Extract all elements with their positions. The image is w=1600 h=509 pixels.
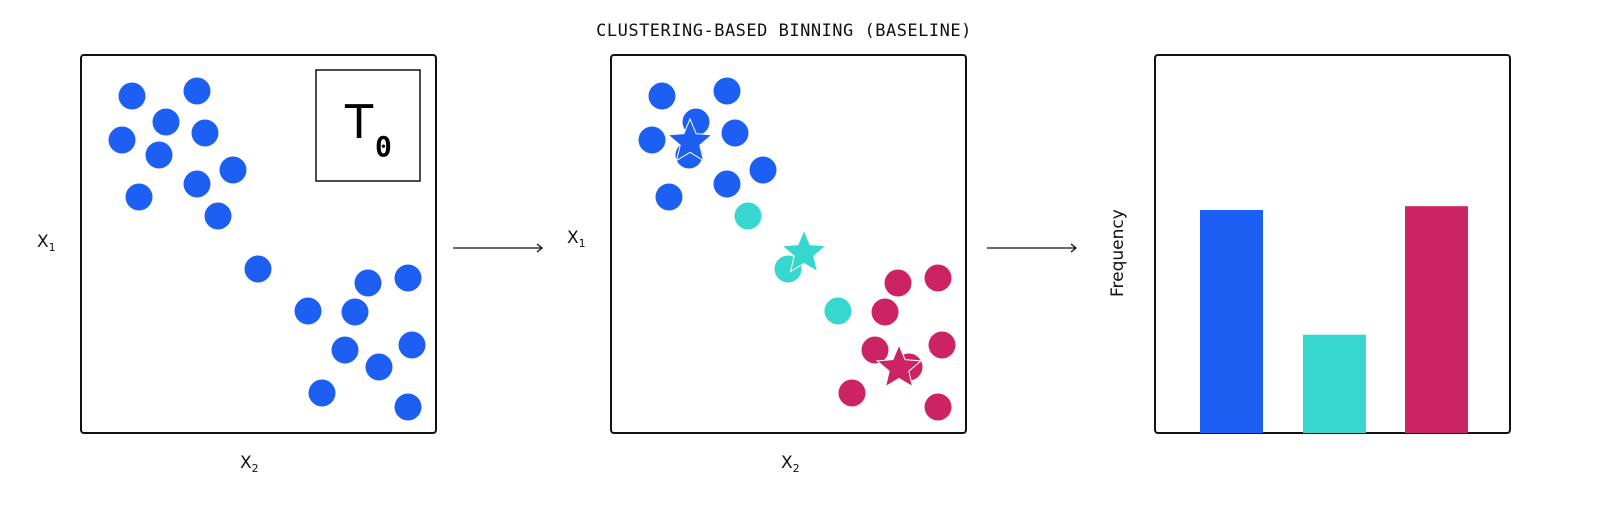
data-point [204,202,232,230]
data-point [394,393,422,421]
data-point [294,297,322,325]
data-point [145,141,173,169]
data-point-magenta [838,379,866,407]
centroid-star-magenta [875,343,923,388]
panel2-y-label: X1 [567,228,586,250]
centroid-star-blue [666,117,714,162]
data-point [152,108,180,136]
data-point [394,264,422,292]
time-inset-label: T [344,95,374,149]
panel2-frame [610,54,967,434]
data-point-cyan [824,297,852,325]
bar-magenta [1405,206,1468,433]
panel1-y-label: X1 [37,232,56,254]
data-point [331,336,359,364]
panel2-points [638,77,956,421]
data-point-magenta [928,331,956,359]
data-point-magenta [924,393,952,421]
data-point [183,77,211,105]
data-point-blue [713,170,741,198]
histogram-y-label: Frequency [1108,209,1128,297]
arrow-2 [987,243,1078,253]
data-point [398,331,426,359]
data-point [341,298,369,326]
data-point-magenta [861,336,889,364]
data-point [108,126,136,154]
time-inset-box [315,69,421,182]
data-point [244,255,272,283]
bar-blue [1200,209,1263,433]
time-inset-subscript: 0 [375,130,392,163]
data-point-blue [721,119,749,147]
panel2-x-label: X2 [781,453,800,475]
panel1-points [108,77,426,421]
data-point-magenta [884,269,912,297]
data-point [183,170,211,198]
data-point [118,82,146,110]
data-point-magenta [924,264,952,292]
data-point-cyan [734,202,762,230]
data-point-magenta [871,298,899,326]
bar-cyan [1303,334,1366,433]
data-point-blue [713,77,741,105]
histogram-bars [1200,206,1468,433]
centroid-star-cyan [780,228,828,273]
data-point-blue [749,156,777,184]
data-point [365,353,393,381]
data-point-blue [655,183,683,211]
panel1-frame [80,54,437,434]
data-point [354,269,382,297]
panel1-x-label: X2 [240,453,259,475]
data-point [308,379,336,407]
data-point [191,119,219,147]
data-point [125,183,153,211]
data-point-blue [648,82,676,110]
data-point [219,156,247,184]
data-point-blue [638,126,666,154]
arrow-1 [453,243,544,253]
diagram-title: CLUSTERING-BASED BINNING (BASELINE) [596,21,972,41]
